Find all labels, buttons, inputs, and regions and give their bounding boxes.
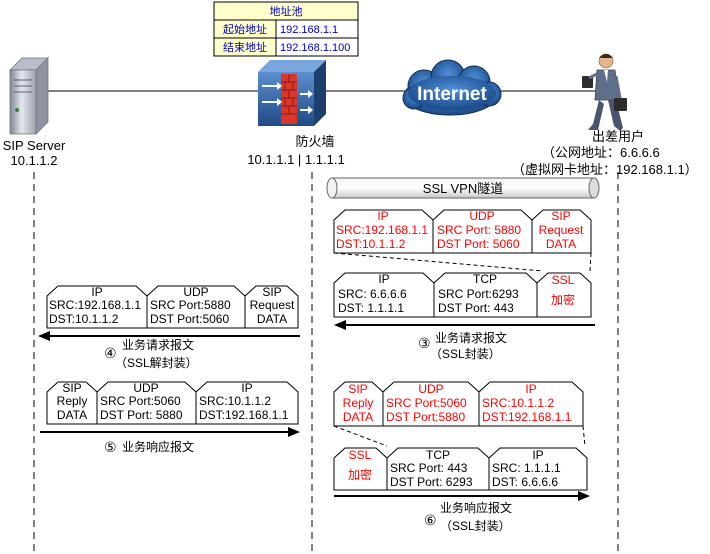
p3o-ip-src: SRC: 6.6.6.6 (338, 287, 407, 301)
arrow-5 (40, 427, 300, 437)
packet-3-inner: IP SRC:192.168.1.1 DST:10.1.1.2 UDP SRC … (333, 209, 592, 254)
p6i-ip-dst: DST:192.168.1.1 (482, 410, 572, 424)
step-6-subtitle: （SSL封装） (440, 519, 511, 533)
p4-ip-header: IP (91, 285, 102, 299)
pool-title: 地址池 (270, 4, 303, 18)
p5-ip-src: SRC:10.1.1.2 (199, 394, 271, 408)
lifelines (33, 172, 619, 552)
step-3-subtitle: （SSL封装） (430, 347, 501, 361)
step-3-title: 业务请求报文 (435, 330, 507, 345)
internet-label: Internet (417, 84, 487, 105)
p4-ip-dst: DST:10.1.1.2 (49, 312, 119, 326)
p4-ip-src: SRC:192.168.1.1 (49, 298, 141, 312)
p3o-tcp-header: TCP (473, 272, 497, 286)
p4-sip-data: DATA (257, 312, 287, 326)
p5-sip-data: DATA (57, 408, 87, 422)
packet-4: IP SRC:192.168.1.1 DST:10.1.1.2 UDP SRC … (46, 285, 299, 329)
p4-udp-dst: DST Port:5060 (150, 312, 229, 326)
p3o-ssl-header: SSL (552, 273, 575, 287)
pool-end-value: 192.168.1.100 (280, 42, 350, 54)
p6i-ip-src: SRC:10.1.1.2 (482, 396, 554, 410)
p6i-sip-reply: Reply (343, 396, 374, 410)
arrow-6 (334, 491, 590, 501)
step-3-number: ③ (418, 335, 431, 351)
p4-sip-header: SIP (262, 285, 281, 299)
p3i-udp-header: UDP (469, 209, 494, 223)
p6o-ssl-encrypted: 加密 (348, 467, 372, 482)
p5-ip-dst: DST:192.168.1.1 (199, 408, 289, 422)
step-5-number: ⑤ (104, 439, 117, 455)
ssl-vpn-tunnel: SSL VPN隧道 (326, 177, 600, 199)
packet-5: SIP Reply DATA UDP SRC Port:5060 DST Por… (46, 381, 299, 425)
packet-3-outer: IP SRC: 6.6.6.6 DST: 1.1.1.1 TCP SRC Por… (333, 272, 592, 318)
p6i-udp-header: UDP (418, 382, 443, 396)
user-name: 出差用户 (592, 129, 644, 144)
p6o-tcp-header: TCP (426, 448, 450, 462)
p3i-ip-header: IP (377, 209, 388, 223)
server-icon (9, 57, 49, 135)
pool-start-value: 192.168.1.1 (280, 24, 338, 36)
p6o-ip-header: IP (532, 448, 543, 462)
p4-udp-header: UDP (183, 285, 208, 299)
p5-sip-reply: Reply (57, 394, 88, 408)
step-6-number: ⑥ (424, 512, 437, 528)
p6o-tcp-dst: DST Port: 6293 (390, 475, 473, 489)
pool-start-label: 起始地址 (223, 22, 267, 36)
p5-udp-dst: DST Port: 5880 (100, 408, 183, 422)
p6i-udp-dst: DST Port:5880 (386, 410, 465, 424)
user-public-ip: （公网地址：6.6.6.6 (542, 145, 660, 160)
p3i-sip-header: SIP (551, 209, 570, 223)
encapsulation-guides-6 (333, 425, 586, 447)
p3i-udp-src: SRC Port: 5880 (437, 223, 521, 237)
user-icon (582, 53, 627, 131)
step-4-number: ④ (104, 345, 117, 361)
packet-6-outer: SSL 加密 TCP SRC Port: 443 DST Port: 6293 … (333, 447, 588, 491)
p5-udp-header: UDP (133, 381, 158, 395)
step-5-title: 业务响应报文 (122, 439, 194, 454)
p4-udp-src: SRC Port:5880 (150, 298, 231, 312)
p6o-ssl-header: SSL (349, 448, 372, 462)
p6i-ip-header: IP (525, 382, 536, 396)
p5-sip-header: SIP (62, 381, 81, 395)
encapsulation-guides (333, 252, 592, 272)
p3i-udp-dst: DST Port: 5060 (437, 237, 520, 251)
p6i-sip-data: DATA (343, 410, 373, 424)
firewall-name: 防火墙 (295, 134, 334, 149)
address-pool-table: 地址池 起始地址 192.168.1.1 结束地址 192.168.1.100 (213, 1, 359, 57)
p3i-sip-request: Request (539, 223, 584, 237)
p3i-ip-dst: DST:10.1.1.2 (336, 237, 406, 251)
firewall-ip: 10.1.1.1 | 1.1.1.1 (247, 152, 344, 167)
p3i-sip-data: DATA (546, 237, 576, 251)
internet-cloud-icon: Internet (402, 59, 502, 116)
p6i-udp-src: SRC Port:5060 (386, 396, 467, 410)
sip-server-name: SIP Server (3, 138, 66, 153)
p6o-ip-dst: DST: 6.6.6.6 (492, 475, 558, 489)
p5-ip-header: IP (241, 381, 252, 395)
p3o-ssl-encrypted: 加密 (551, 292, 575, 307)
arrow-3 (334, 320, 595, 330)
pool-end-label: 结束地址 (223, 40, 267, 54)
firewall-icon (258, 60, 326, 126)
step-4-title: 业务请求报文 (122, 337, 194, 352)
arrow-4 (38, 331, 300, 341)
tunnel-label: SSL VPN隧道 (423, 181, 503, 196)
p3o-ip-header: IP (378, 272, 389, 286)
p3o-tcp-dst: DST Port: 443 (438, 301, 514, 315)
p3o-ip-dst: DST: 1.1.1.1 (338, 301, 404, 315)
p3o-tcp-src: SRC Port:6293 (438, 287, 519, 301)
packet-6-inner: SIP Reply DATA UDP SRC Port:5060 DST Por… (333, 381, 584, 427)
p4-sip-request: Request (250, 298, 295, 312)
user-virtual-ip: （虚拟网卡地址：192.168.1.1） (512, 162, 698, 177)
p6o-tcp-src: SRC Port: 443 (390, 461, 468, 475)
p3i-ip-src: SRC:192.168.1.1 (336, 223, 428, 237)
p6i-sip-header: SIP (348, 382, 367, 396)
step-6-title: 业务响应报文 (440, 500, 512, 515)
p6o-ip-src: SRC: 1.1.1.1 (492, 461, 561, 475)
p5-udp-src: SRC Port:5060 (100, 394, 181, 408)
sip-server-ip: 10.1.1.2 (11, 153, 58, 168)
step-4-subtitle: （SSL解封装） (115, 356, 198, 370)
